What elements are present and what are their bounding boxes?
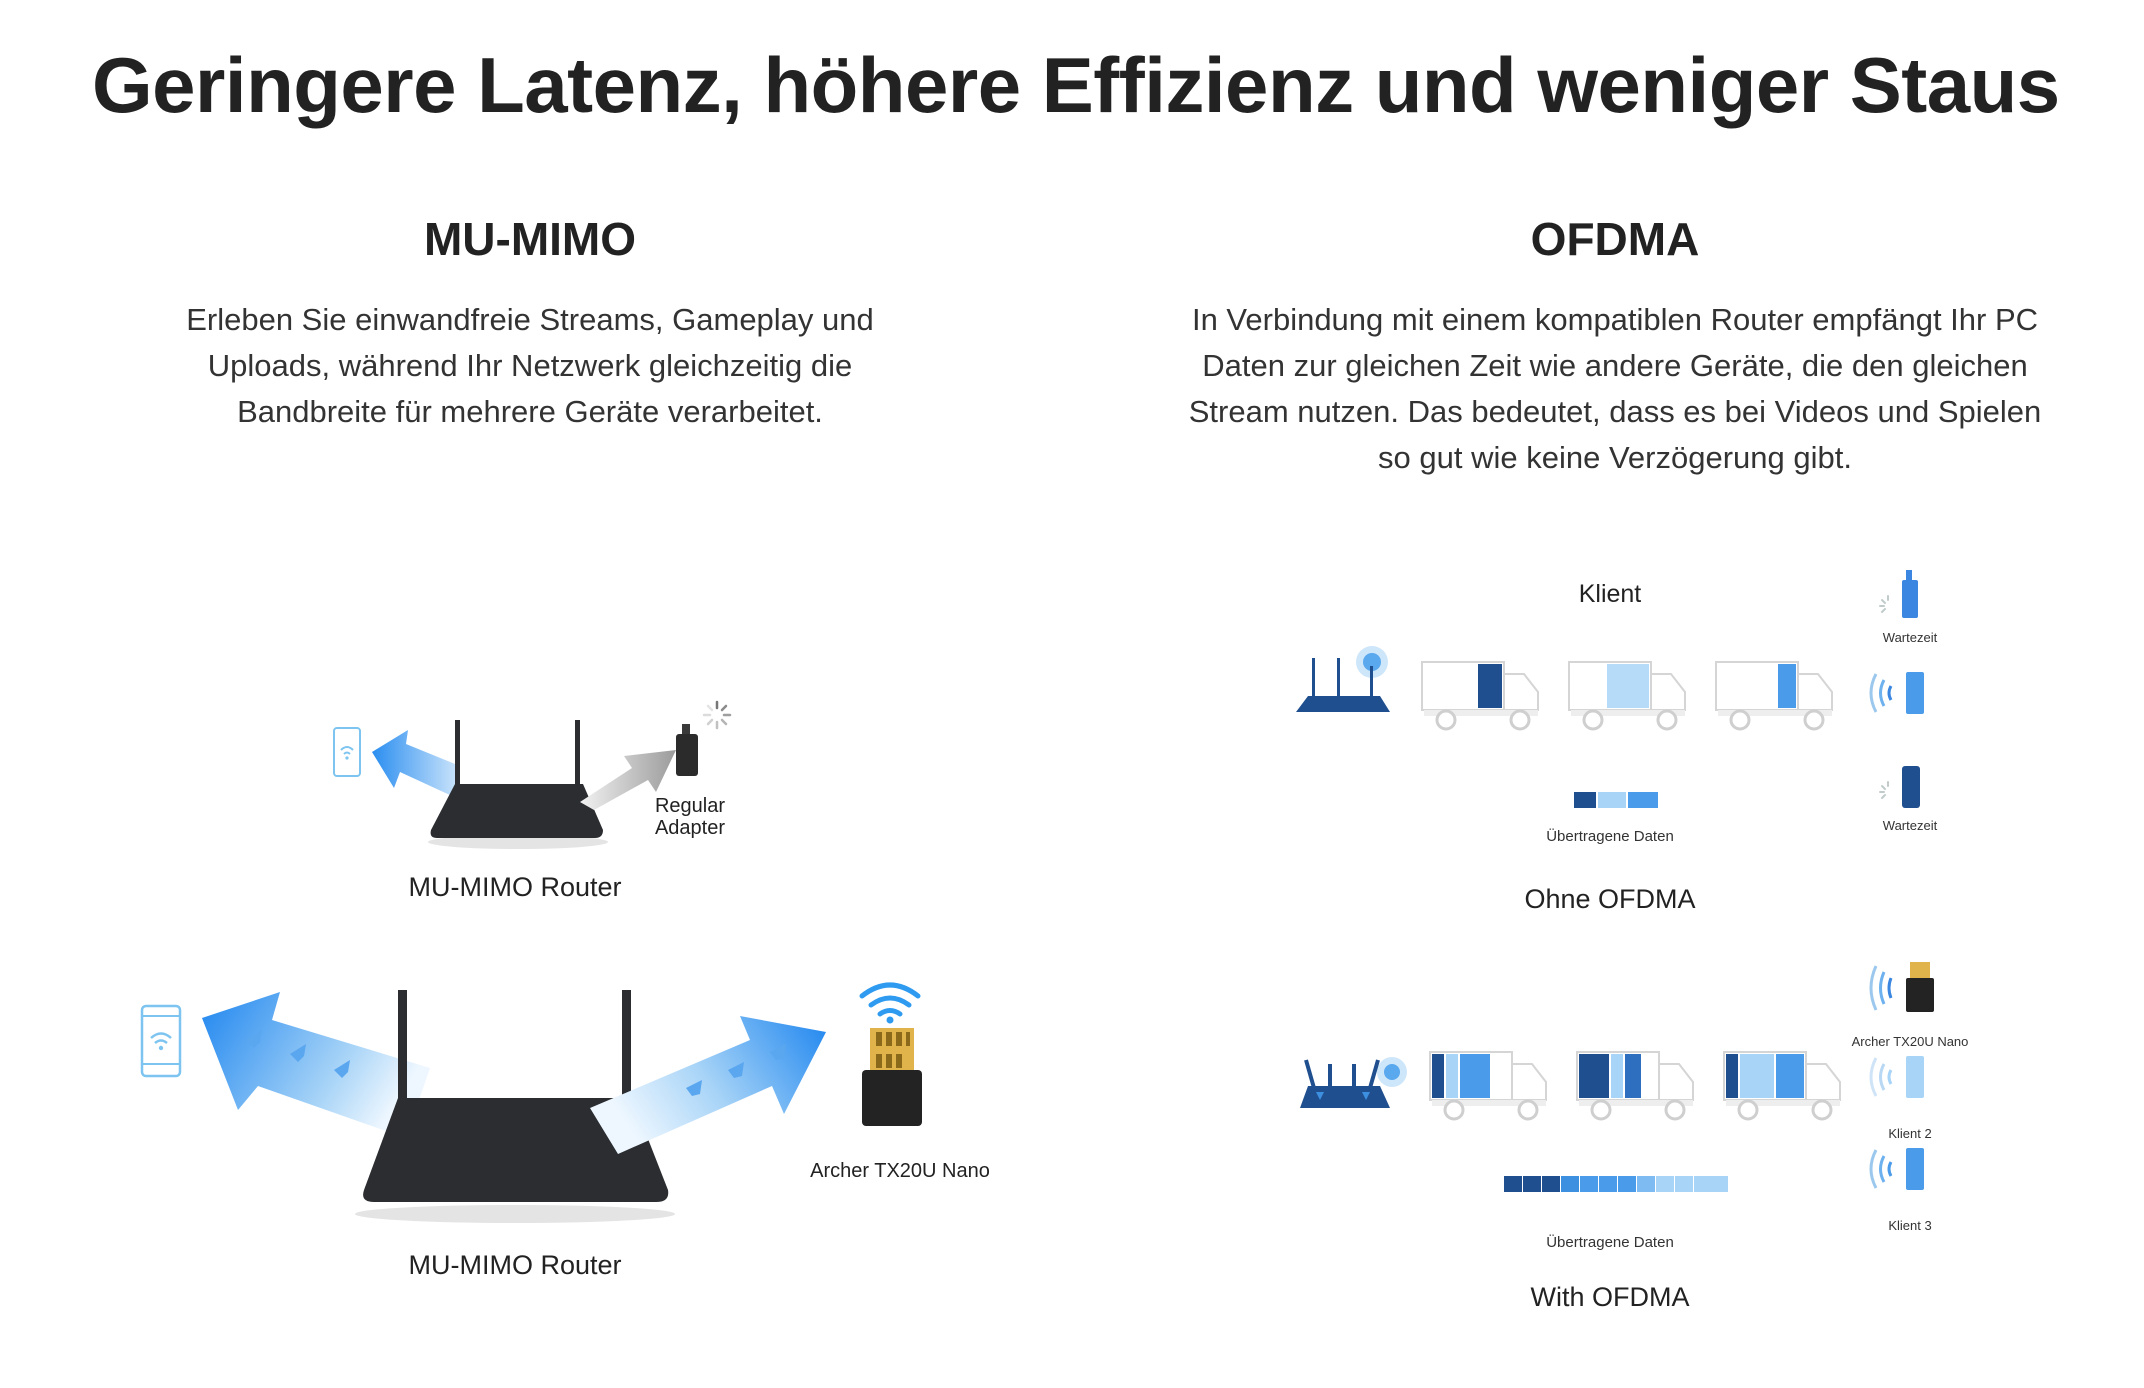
truck-icon [1421,661,1539,731]
mumimo-bottom-caption: MU-MIMO Router [408,1250,622,1280]
klient-label: Klient [1578,580,1642,608]
wait-label-1: Wartezeit [1882,630,1938,645]
signal-arrow-left-icon [372,730,460,796]
usb-adapter-icon [1879,570,1918,618]
mumimo-top-caption: MU-MIMO Router [408,872,622,902]
truck-icon [1429,1051,1547,1121]
truck-icon [1715,661,1833,731]
data-bar [1574,792,1658,808]
wifi-client-icon [1869,672,1924,714]
wifi-client-icon [1869,1056,1924,1098]
router-icon [355,990,675,1223]
klient-3-label: Klient 3 [1888,1218,1932,1233]
phone-icon [1879,766,1920,808]
ofdma-with-diagram [1280,950,1980,1250]
klient-2-label: Klient 2 [1888,1126,1932,1141]
signal-arrow-left-icon [202,992,430,1138]
mumimo-description: Erleben Sie einwandfreie Streams, Gamepl… [186,302,874,429]
data-label-with: Übertragene Daten [1546,1234,1674,1251]
data-label-without: Übertragene Daten [1546,828,1674,845]
wifi-client-icon [1869,1148,1924,1190]
wait-label-2: Wartezeit [1882,818,1938,833]
truck-icon [1568,661,1686,731]
loading-spinner-icon [702,700,732,730]
regular-adapter-label-2: Adapter [654,817,726,839]
phone-icon [333,727,361,777]
phone-icon [140,1004,182,1078]
nano-adapter-icon [1869,962,1934,1012]
mumimo-diagram-top [300,680,760,860]
ofdma-description: In Verbindung mit einem kompatiblen Rout… [1188,302,2042,475]
truck-icon [1723,1051,1841,1121]
mumimo-diagram-bottom [130,980,1010,1230]
router-icon [1300,1057,1407,1108]
usb-adapter-icon [676,724,698,776]
ofdma-without-diagram [1280,560,1980,860]
truck-icon [1576,1051,1694,1121]
nano-adapter-icon [862,1028,922,1126]
mumimo-heading: MU-MIMO [423,213,637,265]
data-bar [1504,1176,1728,1192]
caption-with-ofdma: With OFDMA [1530,1282,1690,1312]
signal-arrow-right-icon [580,750,676,810]
wifi-icon [859,982,921,1024]
archer-nano-client-label: Archer TX20U Nano [1851,1034,1969,1049]
router-icon [1296,646,1390,712]
caption-without-ofdma: Ohne OFDMA [1524,884,1696,914]
router-icon [428,720,608,849]
ofdma-heading: OFDMA [1530,213,1700,265]
signal-arrow-right-icon [590,1016,826,1154]
regular-adapter-label-1: Regular [654,795,726,817]
archer-nano-label: Archer TX20U Nano [810,1160,990,1182]
page-title: Geringere Latenz, höhere Effizienz und w… [92,41,2060,129]
